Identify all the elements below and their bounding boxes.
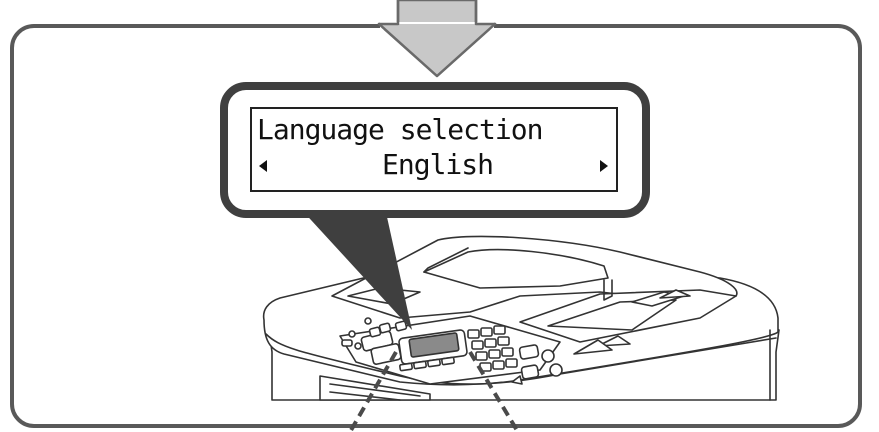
printer-lcd — [408, 332, 460, 358]
callout-pointer — [300, 208, 412, 330]
lcd-value: English — [382, 148, 494, 181]
triangle-left-icon — [259, 160, 267, 172]
lcd-title: Language selection — [257, 113, 543, 146]
triangle-right-icon — [600, 160, 608, 172]
numeric-keypad — [467, 325, 518, 372]
lcd-screen — [250, 107, 618, 192]
